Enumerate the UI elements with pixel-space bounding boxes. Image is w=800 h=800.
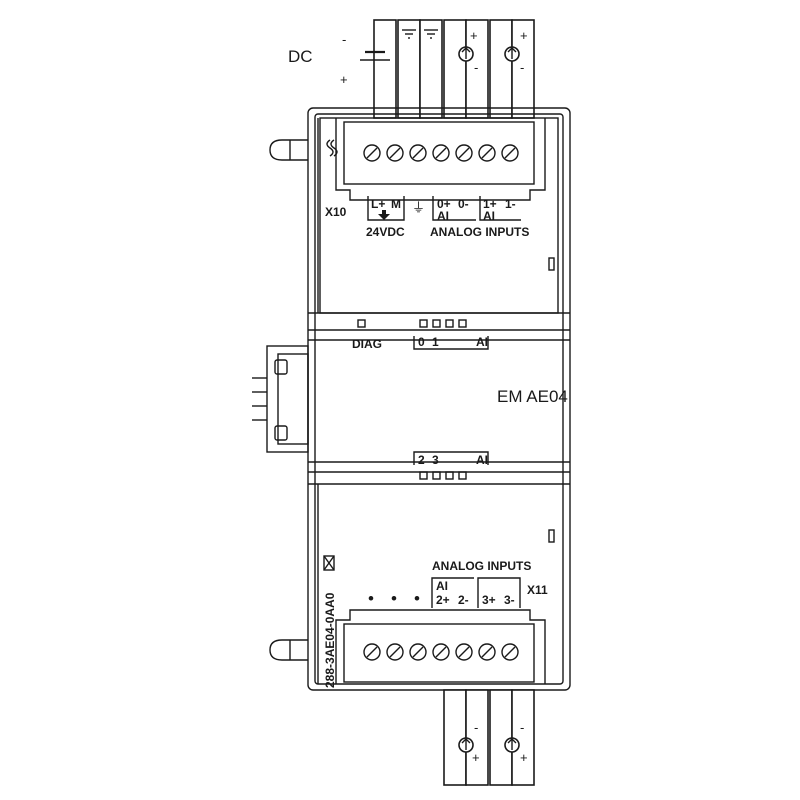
module-housing <box>307 107 571 691</box>
terminal-3-minus: 3- <box>504 593 515 607</box>
channel-label-2: 2 <box>418 453 425 467</box>
source-2-plus: + <box>520 28 528 43</box>
din-clip-top <box>269 139 308 161</box>
ai-label-bottom: AI <box>436 579 448 593</box>
channel-group-lower: AI <box>476 453 488 467</box>
terminal-3-plus: 3+ <box>482 593 496 607</box>
screw-icon <box>432 643 450 661</box>
top-wires <box>373 19 535 119</box>
terminal-1-minus: 1- <box>505 197 516 211</box>
source-4-minus: - <box>520 720 524 735</box>
screw-icon <box>455 144 473 162</box>
screw-icon <box>432 144 450 162</box>
source-1-plus: + <box>470 28 478 43</box>
current-source-icon <box>504 46 520 62</box>
terminal-l-plus: L+ <box>371 197 385 211</box>
battery-minus: - <box>342 32 346 47</box>
screw-icon <box>386 643 404 661</box>
screw-icon <box>363 643 381 661</box>
din-clip-bottom <box>269 639 308 661</box>
down-arrow-icon <box>378 210 390 220</box>
source-3-minus: - <box>474 720 478 735</box>
terminal-0-plus: 0+ <box>437 197 451 211</box>
order-number: 288-3AE04-0AA0 <box>323 592 337 688</box>
source-2-minus: - <box>520 60 524 75</box>
ground-icon <box>402 29 416 39</box>
power-terminal-group <box>367 196 405 221</box>
screw-icon <box>478 643 496 661</box>
unused-terminal-dot: • <box>391 589 397 608</box>
screw-icon <box>409 144 427 162</box>
analog-inputs-label-bottom: ANALOG INPUTS <box>432 559 531 573</box>
bottom-wires <box>443 689 535 786</box>
source-1-minus: - <box>474 60 478 75</box>
screw-icon <box>455 643 473 661</box>
bottom-terminal-block <box>335 609 546 684</box>
battery-plus: + <box>340 72 348 87</box>
siemens-logo-icon <box>326 139 338 157</box>
diag-label: DIAG <box>352 337 382 351</box>
channel-frame-upper <box>413 336 489 350</box>
screw-icon <box>501 643 519 661</box>
channel-frame-lower <box>413 451 489 465</box>
screw-icon <box>478 144 496 162</box>
screw-icon <box>501 144 519 162</box>
dc-label: DC <box>288 47 313 66</box>
screw-icon <box>386 144 404 162</box>
connector-x10: X10 <box>325 205 347 219</box>
module-name: EM AE04 <box>497 387 568 406</box>
battery-icon <box>360 50 390 61</box>
terminal-screws-bottom <box>363 643 519 661</box>
analog-terminal-group-bottom <box>431 577 521 608</box>
unused-terminal-dot: • <box>368 589 374 608</box>
terminal-1-plus: 1+ <box>483 197 497 211</box>
ground-icon <box>424 29 438 39</box>
top-terminal-block <box>335 118 546 201</box>
qr-code-icon <box>323 555 335 571</box>
bus-connector <box>252 345 309 453</box>
current-source-icon <box>504 737 520 753</box>
channel-label-3: 3 <box>432 453 439 467</box>
current-source-icon <box>458 737 474 753</box>
channel-group-upper: AI <box>476 335 488 349</box>
terminal-screws-top <box>363 144 519 162</box>
channel-label-0: 0 <box>418 335 425 349</box>
terminal-0-minus: 0- <box>458 197 469 211</box>
analog-terminal-group-top <box>432 196 521 221</box>
unused-terminal-dot: • <box>414 589 420 608</box>
supply-voltage-label: 24VDC <box>366 225 405 239</box>
source-4-plus: + <box>520 750 528 765</box>
terminal-ground: ⏚ <box>412 200 425 215</box>
source-3-plus: + <box>472 750 480 765</box>
channel-leds-upper <box>419 319 467 328</box>
channel-label-1: 1 <box>432 335 439 349</box>
terminal-2-plus: 2+ <box>436 593 450 607</box>
channel-leds-lower <box>419 471 467 480</box>
analog-inputs-label-top: ANALOG INPUTS <box>430 225 529 239</box>
diag-led <box>357 319 366 328</box>
ai-label-0: AI <box>437 209 449 223</box>
terminal-m: M <box>391 197 401 211</box>
current-source-icon <box>458 46 474 62</box>
screw-icon <box>363 144 381 162</box>
screw-icon <box>409 643 427 661</box>
connector-x11: X11 <box>527 583 548 597</box>
ai-label-1: AI <box>483 209 495 223</box>
terminal-2-minus: 2- <box>458 593 469 607</box>
